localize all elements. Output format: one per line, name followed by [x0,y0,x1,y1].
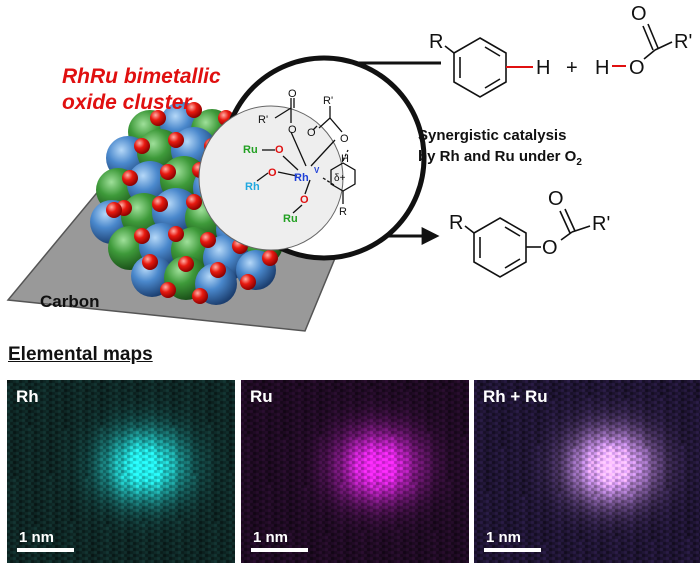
map-ru-scale-bar [251,548,308,552]
inset-rh-center: Rh [294,172,309,184]
oxygen-atom [106,202,122,218]
map-ru-image [241,380,469,563]
product-r-prime: R' [592,213,610,235]
inset-carboxylate-left-r: R' [258,114,268,126]
synergy-line1: Synergistic catalysis [418,127,567,144]
oxygen-atom [134,138,150,154]
inset-ru-top: Ru [243,144,258,156]
oxygen-atom [160,164,176,180]
oxygen-atom [160,282,176,298]
map-rh-scale-bar [17,548,74,552]
reactant-arene-h: H [536,57,550,79]
inset-carboxylate-right-r: R' [323,95,333,107]
acid-r-prime: R' [674,31,692,53]
inset-delta-plus: δ+ [334,173,346,184]
map-ru-label: Ru [250,387,273,406]
magnified-active-site: Ru O Rh V Rh O O Ru R' O O R' O O H δ+ R [198,55,427,261]
inset-carboxylate-left-o2: O [288,124,297,136]
map-rh-ru-scale-bar [484,548,541,552]
oxygen-atom [122,170,138,186]
oxygen-atom [142,254,158,270]
map-rh-ru-image [474,380,700,563]
oxygen-atom [168,226,184,242]
oxygen-atom [192,288,208,304]
oxygen-atom [186,102,202,118]
inset-o-bottom: O [300,194,309,206]
inset-o-left: O [268,167,277,179]
oxygen-atom [262,250,278,266]
inset-ru-bottom: Ru [283,213,298,225]
reactant-plus: + [566,57,578,79]
catalysis-scheme: Carbon [6,3,692,332]
inset-rh-center-oxidation: V [314,166,320,175]
oxygen-atom [178,256,194,272]
acid-carbonyl-o: O [631,3,647,25]
oxygen-atom [240,274,256,290]
inset-carboxylate-right-o1: O [307,127,316,139]
arene-reactant [444,37,533,98]
inset-o-top: O [275,144,284,156]
oxygen-atom [210,262,226,278]
cluster-title-line1: RhRu bimetallic [62,65,221,88]
oxygen-atom [150,110,166,126]
oxygen-atom [168,132,184,148]
cluster-title-line2: oxide cluster [62,91,192,114]
map-rh: Rh 1 nm [7,380,235,563]
map-rh-image [7,380,235,563]
synergy-caption: Synergistic catalysis by Rh and Ru under… [418,125,582,173]
carbon-label: Carbon [40,292,100,311]
carboxylic-acid [612,23,673,67]
inset-arene-r: R [339,206,347,218]
inset-carboxylate-right-o2: O [340,133,349,145]
map-ru: Ru 1 nm [241,380,469,563]
reactant-arene-r: R [429,31,443,53]
oxygen-atom [134,228,150,244]
oxygen-atom [200,232,216,248]
map-rh-label: Rh [16,387,39,406]
oxygen-atom [152,196,168,212]
acid-o: O [629,57,645,79]
elemental-maps-title: Elemental maps [8,344,153,365]
product-carbonyl-o: O [548,188,564,210]
product-ester-o: O [542,237,558,259]
aryl-ester-product [464,208,591,278]
inset-hydrogen: H [341,153,349,165]
product-r: R [449,212,463,234]
acid-h: H [595,57,609,79]
inset-rh-left: Rh [245,181,260,193]
map-rh-ru: Rh + Ru 1 nm [474,380,700,563]
inset-carboxylate-left-o1: O [288,88,297,100]
map-ru-scale-label: 1 nm [253,529,289,546]
oxygen-atom [186,194,202,210]
map-rh-ru-scale-label: 1 nm [486,529,522,546]
synergy-line2: by Rh and Ru under O2 [418,148,582,168]
map-rh-scale-label: 1 nm [19,529,55,546]
map-rh-ru-label: Rh + Ru [483,387,548,406]
